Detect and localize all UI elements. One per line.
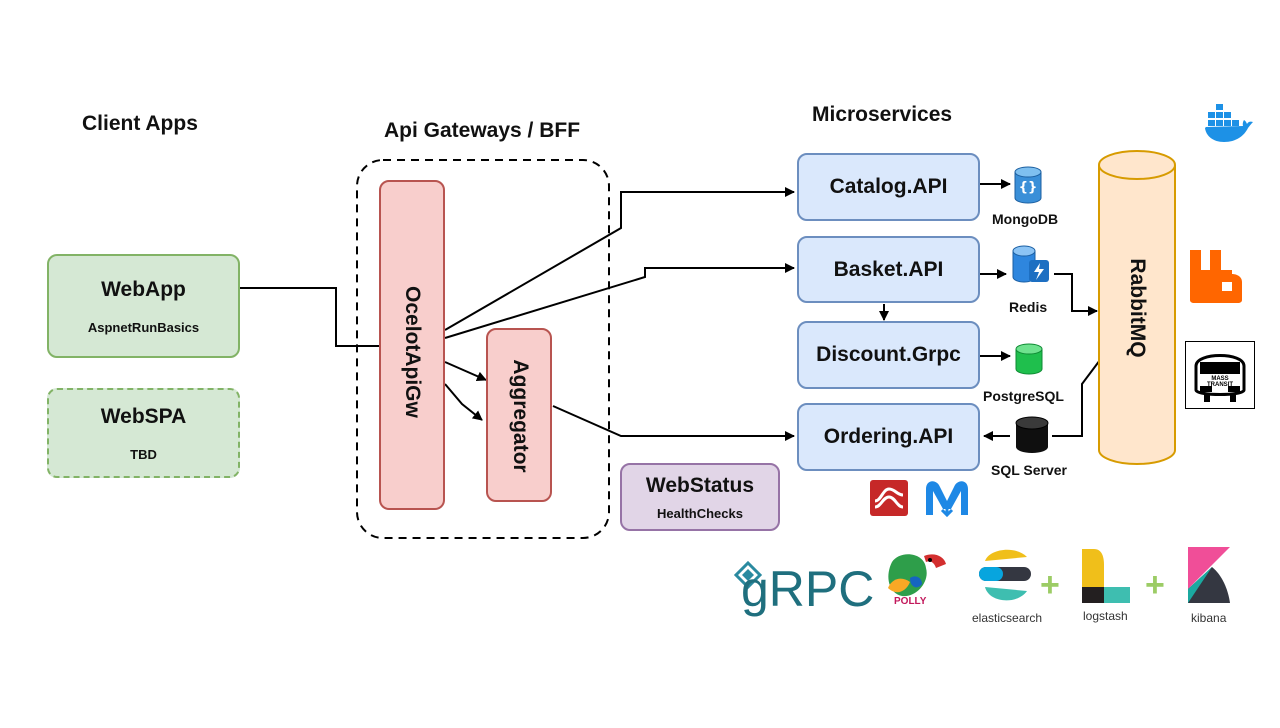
dapper-icon (870, 480, 908, 516)
polly-icon: POLLY (880, 548, 950, 614)
plus-icon-1: + (1040, 566, 1060, 604)
client-apps-heading: Client Apps (82, 112, 198, 135)
ocelot-to-basket-line (444, 263, 795, 339)
elasticsearch-label: elasticsearch (972, 611, 1043, 625)
ocelot-to-catalog-line (444, 187, 795, 331)
polly-label: POLLY (894, 596, 927, 607)
masstransit-icon: MASS TRANSIT (1185, 341, 1255, 409)
basket-api-box[interactable]: Basket.API (797, 236, 980, 303)
gateway-group (356, 159, 610, 539)
catalog-api-box[interactable]: Catalog.API (797, 153, 980, 221)
redis-icon (1012, 245, 1049, 283)
webspa-subtitle: TBD (130, 446, 157, 462)
masstransit-text: MASS TRANSIT (1207, 376, 1233, 388)
catalog-api-label: Catalog.API (829, 175, 948, 198)
basket-api-label: Basket.API (833, 257, 944, 281)
logstash-icon (1082, 549, 1130, 603)
webspa-box[interactable]: WebSPA TBD (47, 388, 240, 478)
elasticsearch-icon (979, 549, 1031, 601)
kibana-icon (1188, 547, 1230, 603)
discount-grpc-box[interactable]: Discount.Grpc (797, 321, 980, 389)
ordering-api-box[interactable]: Ordering.API (797, 403, 980, 471)
microservices-heading: Microservices (812, 103, 953, 126)
aggregator-label: Aggregator (509, 359, 532, 473)
mediatr-icon (926, 481, 968, 517)
redis-label: Redis (1009, 299, 1048, 315)
kibana-label: kibana (1191, 611, 1227, 625)
ocelot-to-aggregator-line-2 (444, 383, 483, 421)
webapp-to-ocelot-line (240, 287, 380, 347)
ordering-api-label: Ordering.API (823, 425, 954, 448)
discount-grpc-label: Discount.Grpc (816, 343, 961, 366)
mongodb-label: MongoDB (992, 211, 1059, 227)
webspa-title: WebSPA (100, 404, 187, 428)
sqlserver-label: SQL Server (991, 462, 1068, 478)
ocelot-label: OcelotApiGw (401, 286, 424, 418)
aggregator-to-ordering-line (552, 405, 795, 441)
webapp-title: WebApp (101, 277, 186, 301)
webstatus-subtitle: HealthChecks (657, 505, 743, 521)
grpc-label: gRPC (741, 561, 875, 617)
postgresql-label: PostgreSQL (983, 388, 1064, 404)
svg-text:{}: {} (1019, 180, 1038, 195)
sqlserver-icon (1015, 416, 1049, 453)
rabbitmq-cylinder (1098, 150, 1176, 465)
webapp-subtitle: AspnetRunBasics (87, 319, 200, 335)
rabbitmq-label: RabbitMQ (1126, 258, 1149, 358)
mongodb-icon: {} (1014, 166, 1042, 204)
rabbitmq-icon (1190, 250, 1242, 303)
webstatus-title: WebStatus (645, 473, 755, 497)
ocelot-gateway-box[interactable] (379, 180, 445, 510)
plus-icon-2: + (1145, 566, 1165, 604)
aggregator-box[interactable] (486, 328, 552, 502)
basket-to-rabbitmq-line (1054, 273, 1098, 316)
ocelot-to-aggregator-line-1 (444, 361, 487, 381)
rabbitmq-to-ordering-line (1052, 359, 1101, 437)
grpc-icon: gRPC (733, 560, 874, 620)
api-gateways-heading: Api Gateways / BFF (384, 119, 581, 142)
webstatus-box[interactable]: WebStatus HealthChecks (620, 463, 780, 531)
webapp-box[interactable]: WebApp AspnetRunBasics (47, 254, 240, 358)
postgresql-icon (1015, 343, 1043, 375)
logstash-label: logstash (1083, 609, 1128, 623)
docker-icon (1205, 104, 1253, 142)
